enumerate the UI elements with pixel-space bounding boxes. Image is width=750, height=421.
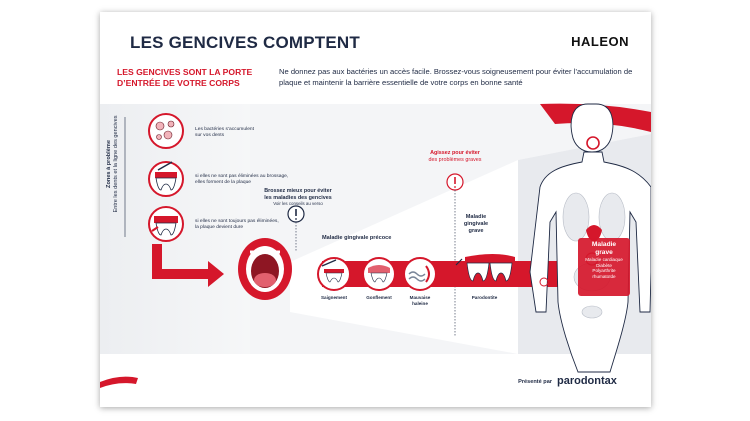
warning-icon-left [287,205,305,252]
periodontitis-label: Parodontite [471,295,498,300]
severe-gum-title: Maladie gingivale grave [456,214,496,234]
step-bacteria-line-2: sur vos dents [195,133,225,138]
serious-disease-item-diabetes: Diabète [596,262,612,268]
brush-tip-line-1: Brossez mieux pour éviter [264,188,332,194]
presented-by: Présenté par [518,379,552,385]
hard-plaque-tooth-icon [148,206,184,242]
bacteria-icon [148,113,184,149]
serious-disease-item-heart: Maladie cardiaque [585,257,623,263]
poster-artwork [100,103,651,388]
problem-zone-title: Zones à problème [106,140,112,188]
severe-gum-line-2: gingivale [463,220,489,227]
periodontitis-teeth-icon [455,254,515,282]
step-hard-plaque-line-1: si elles ne sont toujours pas éliminées, [195,219,279,224]
brush-tip-note: Voir les conseils au verso [273,201,323,207]
subtitle: LES GENCIVES SONT LA PORTE D’ENTRÉE DE V… [117,67,267,89]
plaque-tooth-icon [148,161,184,197]
serious-disease-item-polyarthritis: Polyarthrite [592,268,616,274]
act-tip-line-1: Agissez pour éviter [430,150,480,156]
step-bacteria-line-1: Les bactéries s’accumulent [195,127,254,132]
step-bacteria: Les bactéries s’accumulent sur vos dents [195,127,285,139]
bleeding-icon [317,257,351,291]
haleon-logo: HALEON [571,34,629,49]
brush-tip-line-2: les maladies des gencives [264,194,332,201]
parodontax-logo: parodontax [557,375,617,387]
brush-tip: Brossez mieux pour éviter les maladies d… [258,188,338,208]
open-mouth-icon [238,238,292,300]
step-plaque-line-1: si elles ne sont pas éliminées au brossa… [195,174,289,179]
serious-disease-line-1: Maladie [591,241,617,248]
swelling-icon [362,257,396,291]
page-title: LES GENCIVES COMPTENT [130,33,360,52]
early-disease-title: Maladie gingivale précoce [322,235,392,241]
subtitle-line-1: LES GENCIVES SONT LA PORTE [117,67,253,77]
symptom-breath-line-2: haleine [412,300,428,306]
poster: LES GENCIVES COMPTENT HALEON LES GENCIVE… [100,12,651,407]
step-hard-plaque: si elles ne sont toujours pas éliminées,… [195,219,305,231]
symptom-breath-label: Mauvaise haleine [396,295,444,306]
serious-disease-line-2: grave [595,248,613,256]
step-plaque-line-2: elles forment de la plaque [195,180,252,185]
symptom-breath-line-1: Mauvaise [409,295,431,300]
subtitle-line-2: D’ENTRÉE DE VOTRE CORPS [117,78,240,88]
step-plaque: si elles ne sont pas éliminées au brossa… [195,174,305,186]
serious-disease-box: Maladie grave Maladie cardiaque Diabète … [578,241,630,280]
problem-zone-label: Zones à problème Entre les dents et la l… [106,104,120,224]
severe-gum-line-1: Maladie [465,214,487,220]
act-tip-line-2: des problèmes graves [428,156,482,163]
bad-breath-icon [403,257,437,291]
symptom-swelling-label: Gonflement [366,295,392,300]
symptom-bleeding-label: Saignement [320,295,348,300]
severe-gum-line-3: grave [468,227,484,234]
serious-disease-item-rheumatoid: rhumatoïde [592,273,616,279]
intro-text: Ne donnez pas aux bactéries un accès fac… [279,67,633,87]
step-hard-plaque-line-2: la plaque devient dure [195,225,244,230]
act-tip: Agissez pour éviter des problèmes graves [415,150,495,163]
problem-zone-subtitle: Entre les dents et la ligne des gencives [113,115,119,213]
